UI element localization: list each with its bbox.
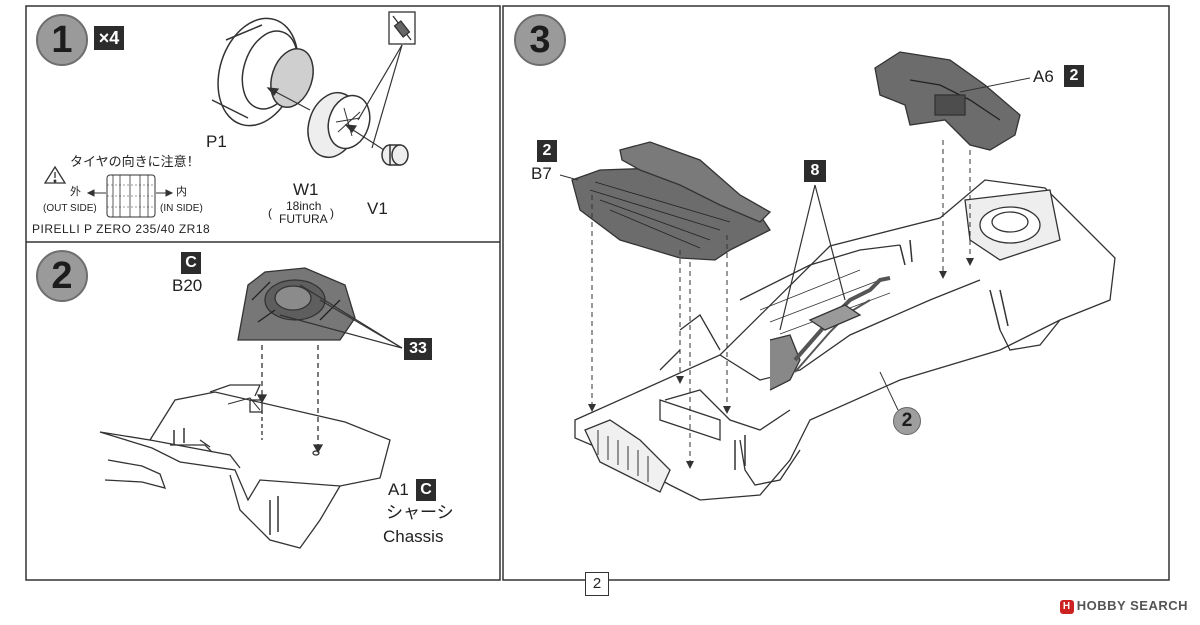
left-panels-frame bbox=[25, 5, 501, 581]
out-side-label: (OUT SIDE) bbox=[43, 203, 97, 214]
other-leaders bbox=[559, 77, 1031, 411]
part-label-w1: W1 bbox=[293, 180, 319, 199]
wheel-bracket-left: ( bbox=[268, 206, 272, 220]
cement-icon bbox=[388, 11, 416, 45]
tire-name: PIRELLI P ZERO 235/40 ZR18 bbox=[32, 222, 211, 236]
step-2-reference: 2 bbox=[893, 407, 921, 435]
tread-pattern bbox=[106, 174, 156, 218]
in-side-label: (IN SIDE) bbox=[160, 203, 203, 214]
watermark-text: HOBBY SEARCH bbox=[1076, 598, 1188, 613]
tread-arrows bbox=[86, 189, 174, 197]
chassis-label-en: Chassis bbox=[383, 527, 444, 546]
chassis-step3 bbox=[574, 179, 1116, 501]
chassis-label-jp: シャーシ bbox=[386, 503, 454, 522]
wheel-model-note: FUTURA bbox=[279, 212, 328, 226]
wheel-bracket-right: ) bbox=[330, 206, 334, 220]
b7-color-tag: 2 bbox=[537, 140, 557, 162]
part-label-b7: B7 bbox=[531, 164, 552, 183]
step1-arrows bbox=[266, 44, 403, 151]
step3-arrowheads bbox=[588, 258, 974, 469]
in-side-jp: 内 bbox=[176, 186, 187, 198]
step-2-circle: 2 bbox=[36, 250, 88, 302]
part-label-b20: B20 bbox=[172, 276, 203, 295]
color-code-8: 8 bbox=[804, 160, 826, 182]
wheel-drawing bbox=[307, 92, 371, 158]
a6-color-tag: 2 bbox=[1064, 65, 1084, 87]
tire-drawing bbox=[211, 17, 314, 127]
a1-color-tag: C bbox=[416, 479, 436, 501]
part-label-a6: A6 bbox=[1033, 67, 1054, 86]
wheel-size-note: 18inch bbox=[286, 199, 322, 213]
a6-part bbox=[874, 51, 1021, 151]
hobby-search-logo-icon: H bbox=[1059, 599, 1074, 614]
step-1-circle: 1 bbox=[36, 14, 88, 66]
cap-drawing bbox=[381, 144, 409, 166]
step3-guides bbox=[591, 140, 971, 465]
panel-step3-frame bbox=[502, 5, 1170, 581]
step-3-circle: 3 bbox=[514, 14, 566, 66]
chassis-step2 bbox=[99, 384, 391, 549]
color-33-leader bbox=[279, 284, 403, 349]
quantity-badge: ×4 bbox=[94, 26, 124, 50]
caution-text: タイヤの向きに注意！ bbox=[70, 154, 200, 169]
b7-part bbox=[571, 141, 772, 261]
b20-color-tag: C bbox=[181, 252, 201, 274]
part-label-v1: V1 bbox=[367, 199, 388, 218]
page-number: 2 bbox=[585, 572, 609, 596]
panel-borders bbox=[25, 5, 1170, 581]
color-code-33: 33 bbox=[404, 338, 432, 360]
part-label-a1: A1 bbox=[388, 480, 409, 499]
b20-part bbox=[237, 267, 356, 454]
caution-icon bbox=[43, 165, 67, 184]
part-label-p1: P1 bbox=[206, 132, 227, 151]
out-side-jp: 外 bbox=[70, 186, 81, 198]
color-8-leader bbox=[779, 184, 846, 331]
